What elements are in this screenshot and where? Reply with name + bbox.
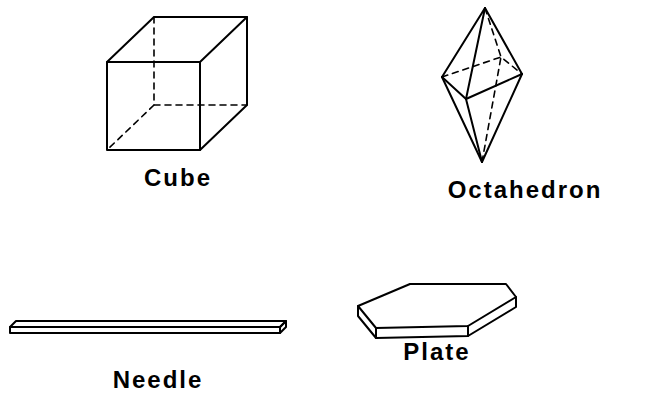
plate-drawing: [358, 284, 516, 338]
shape-caption: Octahedron: [448, 176, 603, 204]
cube-drawing: [107, 17, 247, 150]
shape-caption: Plate: [403, 338, 470, 366]
octahedron-drawing: [442, 8, 522, 162]
shape-caption: Cube: [144, 164, 212, 192]
needle-drawing: [10, 321, 286, 333]
shape-caption: Needle: [113, 366, 204, 394]
